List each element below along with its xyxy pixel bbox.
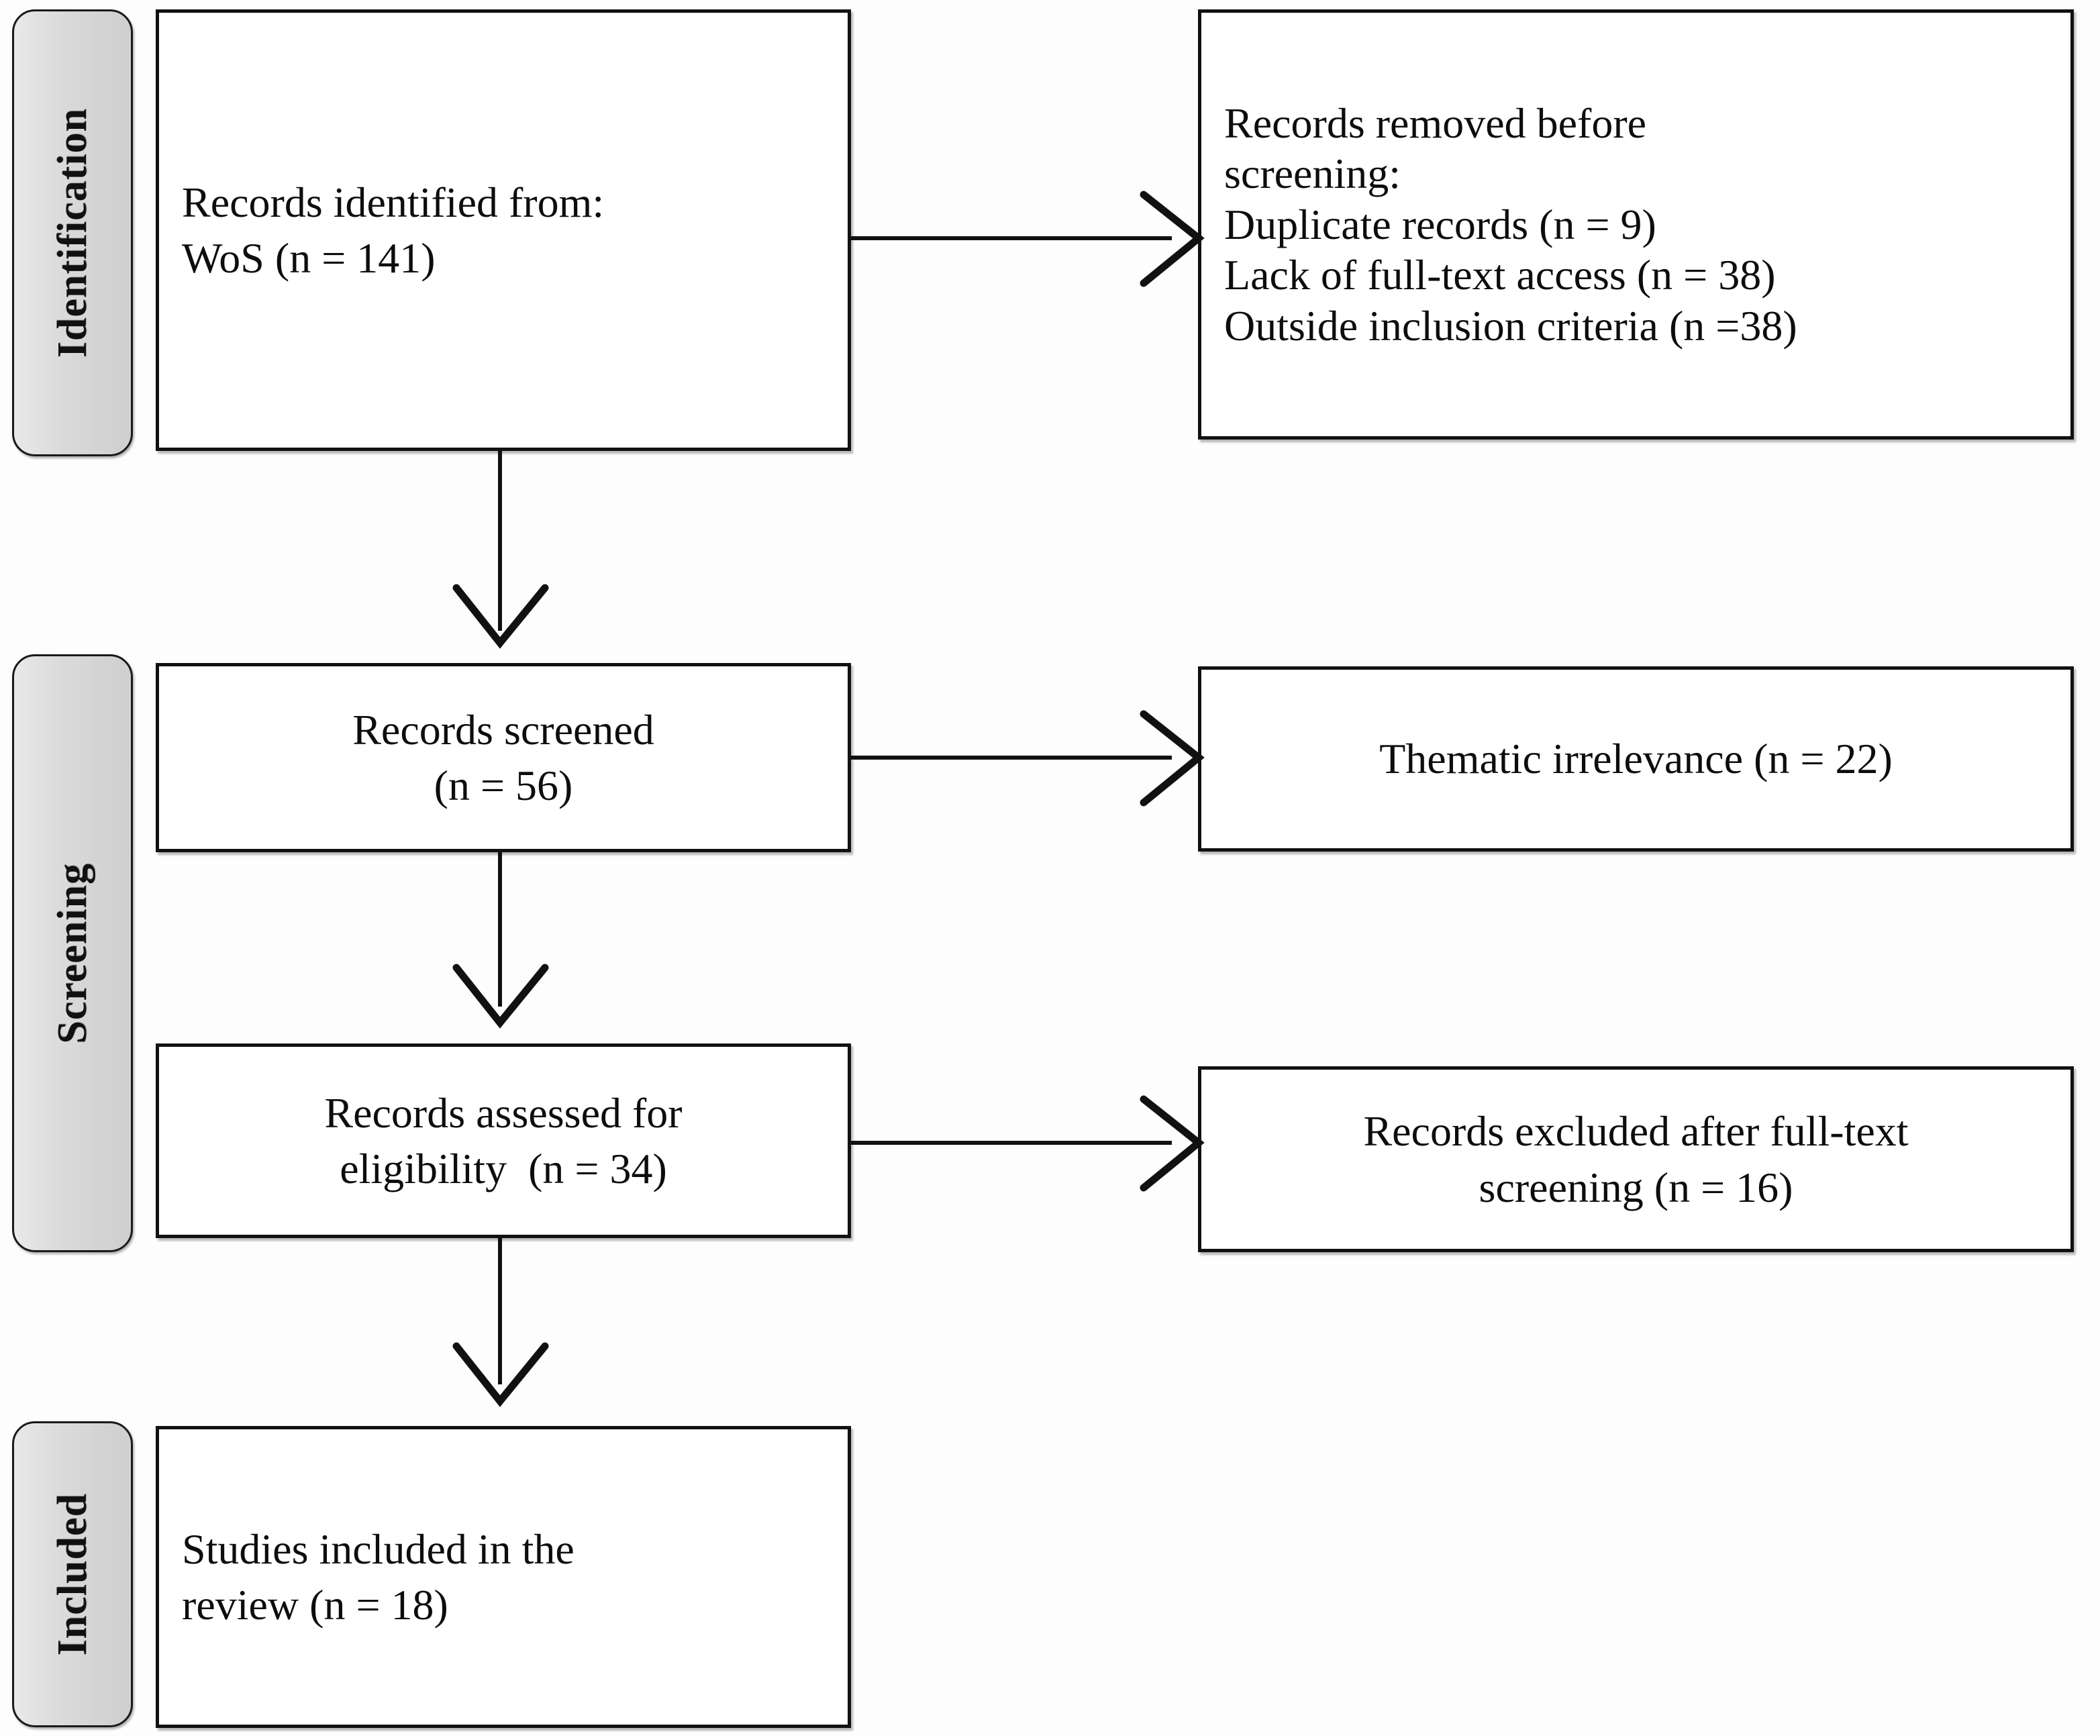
stage-pill-screening: Screening xyxy=(12,654,133,1252)
stage-pill-included: Included xyxy=(12,1421,133,1727)
records-screened-line-2: (n = 56) xyxy=(434,762,573,809)
studies-included-line-1: Studies included in the xyxy=(182,1525,574,1573)
box-records-identified: Records identified from: WoS (n = 141) xyxy=(156,9,851,451)
records-screened-line-1: Records screened xyxy=(352,705,654,754)
thematic-irrelevance-line-1: Thematic irrelevance (n = 22) xyxy=(1379,735,1893,783)
stage-label-screening: Screening xyxy=(49,862,95,1044)
arrow-line-screened-to-thematic xyxy=(851,756,1172,760)
box-records-excluded-fulltext: Records excluded after full-text screeni… xyxy=(1198,1066,2074,1252)
arrow-line-screened-to-assessed xyxy=(498,852,502,1007)
stage-label-identification: Identification xyxy=(49,107,95,358)
box-thematic-irrelevance: Thematic irrelevance (n = 22) xyxy=(1198,666,2074,852)
arrow-head-identified-to-removed xyxy=(1134,189,1208,290)
box-studies-included: Studies included in the review (n = 18) xyxy=(156,1426,851,1728)
box-records-removed: Records removed before screening: Duplic… xyxy=(1198,9,2074,440)
stage-pill-identification: Identification xyxy=(12,9,133,456)
records-identified-line-2: WoS (n = 141) xyxy=(182,234,436,282)
records-identified-line-1: Records identified from: xyxy=(182,178,605,226)
arrow-line-assessed-to-included xyxy=(498,1238,502,1384)
arrow-head-assessed-to-included xyxy=(451,1337,552,1411)
arrow-head-assessed-to-excluded xyxy=(1134,1094,1208,1194)
arrow-line-identified-to-screened xyxy=(498,451,502,631)
records-assessed-line-2: eligibility (n = 34) xyxy=(340,1145,667,1192)
arrow-line-assessed-to-excluded xyxy=(851,1141,1172,1145)
records-excluded-line-1: Records excluded after full-text xyxy=(1363,1107,1909,1156)
box-records-assessed: Records assessed for eligibility (n = 34… xyxy=(156,1043,851,1238)
records-removed-line-2: screening: xyxy=(1224,150,1401,198)
records-removed-line-4: Lack of full-text access (n = 38) xyxy=(1224,251,1776,299)
arrow-head-screened-to-assessed xyxy=(451,958,552,1032)
records-removed-line-3: Duplicate records (n = 9) xyxy=(1224,200,1656,248)
stage-label-included: Included xyxy=(49,1492,95,1656)
records-assessed-line-1: Records assessed for xyxy=(324,1088,683,1137)
records-removed-line-5: Outside inclusion criteria (n =38) xyxy=(1224,301,1797,350)
records-removed-line-1: Records removed before xyxy=(1224,99,1647,147)
box-records-screened: Records screened (n = 56) xyxy=(156,663,851,852)
arrow-line-identified-to-removed xyxy=(851,236,1172,240)
studies-included-line-2: review (n = 18) xyxy=(182,1581,448,1629)
arrow-head-identified-to-screened xyxy=(451,578,552,652)
arrow-head-screened-to-thematic xyxy=(1134,709,1208,809)
records-excluded-line-2: screening (n = 16) xyxy=(1479,1163,1793,1211)
